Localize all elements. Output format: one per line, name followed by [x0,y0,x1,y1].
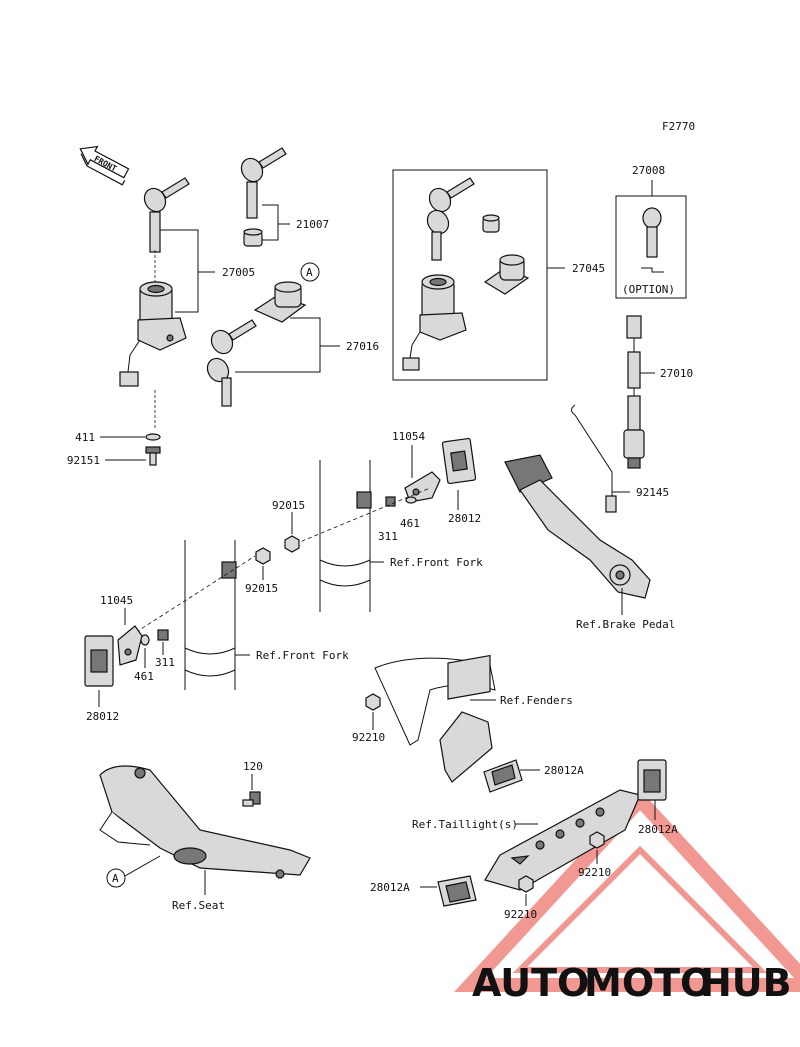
key-21007-icon [240,147,287,219]
front-arrow-icon: FRONT [79,145,130,186]
label-92210-bottom: 92210 [504,908,537,921]
callout-a-bottom-label: A [112,872,119,885]
watermark-part3: HUB [700,961,792,1005]
label-11045: 11045 [100,594,133,607]
ref-taillights: Ref.Taillight(s) [412,818,518,831]
label-92210-left: 92210 [352,731,385,744]
ignition-key-1-icon [143,177,190,253]
ref-seat: Ref.Seat [172,899,225,912]
label-28012A-bottom: 28012A [370,881,410,894]
key-27016b-icon [206,357,232,407]
nut-92210-bottom-icon [518,875,534,893]
nut-311-right-icon [385,496,396,507]
label-461-left: 461 [134,670,154,683]
reflector-28012A-bottom-icon [437,875,477,907]
label-28012-left: 28012 [86,710,119,723]
brake-pedal-icon [504,454,651,599]
washer-411-icon [145,433,161,441]
watermark-triangle [454,789,800,992]
reflector-28012-right-icon [441,437,477,485]
label-27010: 27010 [660,367,693,380]
label-28012A-mid: 28012A [544,764,584,777]
ignition-switch-icon [119,281,187,387]
label-27045: 27045 [572,262,605,275]
option-label: (OPTION) [622,283,675,296]
label-28012-right: 28012 [448,512,481,525]
kit-cap-icon [482,214,500,233]
label-92145: 92145 [636,486,669,499]
watermark-part1: AUTO [472,961,589,1005]
label-27005: 27005 [222,266,255,279]
label-11054: 11054 [392,430,425,443]
ref-front-fork-upper: Ref.Front Fork [390,556,483,569]
ref-brake-pedal: Ref.Brake Pedal [576,618,675,631]
callout-a-top [300,262,320,282]
label-27016: 27016 [346,340,379,353]
label-28012A-right: 28012A [638,823,678,836]
label-27008: 27008 [632,164,665,177]
bracket-11045-icon [117,625,143,666]
label-120: 120 [243,760,263,773]
reflector-28012A-right-icon [637,759,667,801]
label-92015-top: 92015 [272,499,305,512]
label-311-left: 311 [155,656,175,669]
fender-icon [374,654,496,783]
option-27008-box [615,195,687,299]
label-21007: 21007 [296,218,329,231]
watermark-logo: AUTO MOTO HUB [472,961,792,1005]
seat-lock-27016-icon [253,281,307,323]
callout-a-top-label: A [306,266,313,279]
label-92210-right: 92210 [578,866,611,879]
spring-92145-icon [571,404,617,513]
bolt-120-icon [242,791,261,807]
kit-seat-lock-icon [483,254,530,295]
callout-a-bottom [106,868,126,888]
label-411: 411 [75,431,95,444]
fork-bracket-upper-icon [356,491,372,509]
seat-rail-icon [99,765,311,879]
label-92015-bottom: 92015 [245,582,278,595]
ref-front-fork-lower: Ref.Front Fork [256,649,349,662]
kit-27045-box [392,169,548,381]
ref-fenders: Ref.Fenders [500,694,573,707]
sensor-27010-icon [623,315,645,469]
nut-92015-top-icon [284,535,300,553]
nut-92210-right-icon [589,831,605,849]
nut-92210-left-icon [365,693,381,711]
figure-code: F2770 [662,120,695,133]
label-92151: 92151 [67,454,100,467]
front-fork-upper-icon [319,460,371,612]
watermark-part2: MOTO [584,961,712,1005]
kit-ignition-icon [402,274,467,371]
reflector-28012-left-icon [84,635,114,687]
reflector-28012A-mid-icon [483,759,523,793]
kit-key-icon [426,177,475,261]
nut-311-left-icon [157,629,169,641]
washer-461-left-icon [140,634,150,646]
washer-461-right-icon [405,496,417,504]
fork-bracket-lower-icon [221,561,237,579]
taillight-stay-icon [484,789,641,891]
nut-92015-bottom-icon [255,547,271,565]
label-461-right: 461 [400,517,420,530]
label-311-right: 311 [378,530,398,543]
cap-21007-icon [243,228,263,247]
screw-92151-icon [145,446,161,466]
option-key-icon [642,207,662,258]
key-27016a-icon [210,319,257,355]
